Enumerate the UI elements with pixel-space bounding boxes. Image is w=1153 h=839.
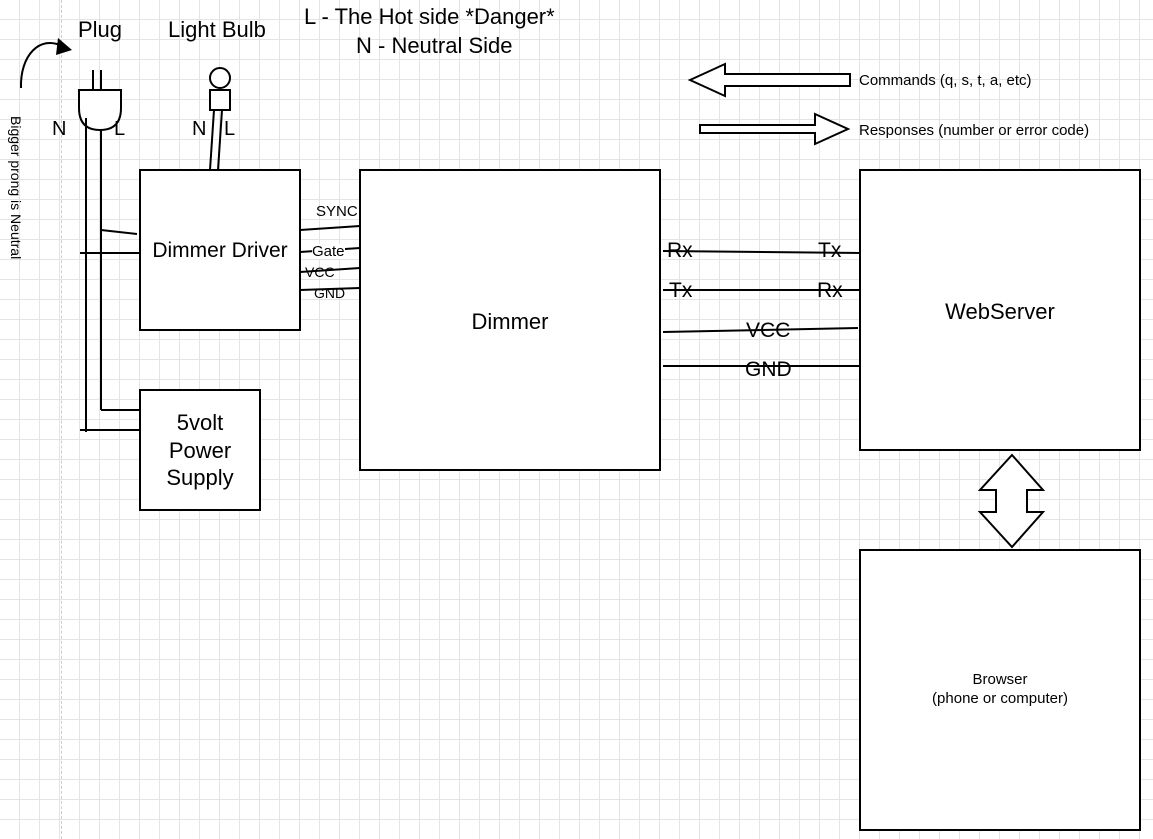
webserver-rx-label: Rx xyxy=(817,279,843,302)
browser-line-1: Browser xyxy=(972,671,1028,688)
curved-arrow-head xyxy=(56,38,72,55)
bigger-prong-note: Bigger prong is Neutral xyxy=(8,116,24,260)
plug-pin-n: N xyxy=(52,118,67,140)
dimmer-label: Dimmer xyxy=(471,309,549,334)
driver-gnd-wire xyxy=(299,287,361,291)
bulb-pin-l: L xyxy=(224,118,236,140)
plug-icon xyxy=(78,89,122,132)
driver-gnd-label: GND xyxy=(314,285,346,301)
bulb-base xyxy=(209,89,231,111)
vcc-wire xyxy=(662,327,859,333)
browser-label: Browser (phone or computer) xyxy=(861,671,1139,709)
plug-pin-l: L xyxy=(114,118,126,140)
bulb-wire-n xyxy=(209,109,215,171)
sync-label: SYNC xyxy=(316,203,358,220)
driver-vcc-wire xyxy=(299,267,361,273)
rx-tx-wire xyxy=(662,250,863,254)
browser-line-2: (phone or computer) xyxy=(932,689,1068,707)
curved-arrow-icon xyxy=(19,41,63,89)
gate-label: Gate xyxy=(312,243,345,260)
dimmer-box: Dimmer xyxy=(359,169,661,471)
commands-arrow-icon xyxy=(687,62,851,98)
webserver-label: WebServer xyxy=(945,299,1055,324)
vcc-label: VCC xyxy=(746,319,791,342)
neutral-side-note: N - Neutral Side xyxy=(356,33,513,58)
dimmer-rx-label: Rx xyxy=(667,239,693,262)
webserver-tx-label: Tx xyxy=(818,239,842,262)
dimmer-tx-label: Tx xyxy=(669,279,693,302)
commands-label: Commands (q, s, t, a, etc) xyxy=(859,72,1032,89)
hot-side-note: L - The Hot side *Danger* xyxy=(304,4,555,29)
power-supply-line-3: Supply xyxy=(166,465,234,490)
hot-to-driver xyxy=(100,229,138,235)
dimmer-driver-box: Dimmer Driver xyxy=(139,169,301,331)
driver-vcc-label: VCC xyxy=(305,264,335,280)
power-supply-line-1: 5volt xyxy=(176,410,224,435)
sync-wire xyxy=(299,225,361,231)
light-bulb-title: Light Bulb xyxy=(168,17,266,42)
dimmer-driver-label: Dimmer Driver xyxy=(152,239,288,262)
responses-label: Responses (number or error code) xyxy=(859,122,1090,139)
webserver-box: WebServer xyxy=(859,169,1141,451)
page-guide-line xyxy=(61,0,62,839)
plug-title: Plug xyxy=(78,17,123,42)
power-supply-label: 5volt Power Supply xyxy=(141,409,259,492)
bulb-wire-l xyxy=(217,109,223,171)
gnd-label: GND xyxy=(745,358,792,381)
light-bulb-icon xyxy=(209,67,231,89)
power-supply-box: 5volt Power Supply xyxy=(139,389,261,511)
bidirectional-arrow-icon xyxy=(977,453,1046,549)
power-supply-line-2: Power xyxy=(168,437,232,463)
browser-box: Browser (phone or computer) xyxy=(859,549,1141,831)
bulb-pin-n: N xyxy=(192,118,207,140)
responses-arrow-icon xyxy=(699,112,851,146)
